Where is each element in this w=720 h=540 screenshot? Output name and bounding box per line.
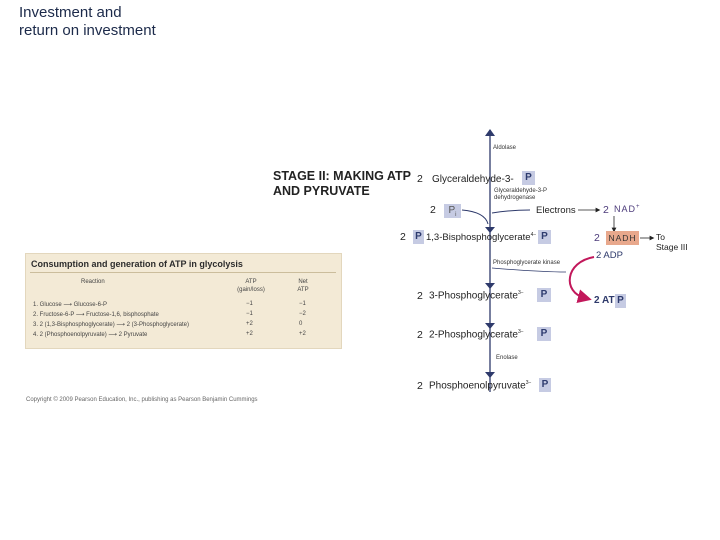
to-stage-iii: To Stage III: [656, 232, 688, 252]
stage-heading: STAGE II: MAKING ATP AND PYRUVATE: [273, 169, 411, 198]
step4-arrow-head: [485, 323, 495, 329]
kinase-connector: [491, 267, 567, 273]
step1-phosphate: P: [522, 171, 535, 185]
step3-phosphate: P: [537, 288, 551, 302]
header-atp: ATP (gain/loss): [237, 279, 265, 293]
row4-reaction: 4. 2 (Phosphoenolpyruvate) ⟶ 2 Pyruvate: [33, 332, 148, 338]
atp-curve: [568, 256, 595, 303]
step3-arrow-head: [485, 283, 495, 289]
row2-atp: −1: [246, 311, 253, 317]
electrons-label: Electrons: [536, 205, 576, 216]
atp-phosphate: P: [615, 294, 626, 308]
atp-consumption-table: Consumption and generation of ATP in gly…: [25, 253, 342, 349]
pi-box: Pi: [444, 204, 461, 218]
nadh-box: NADH: [606, 231, 639, 245]
row4-net: +2: [299, 331, 306, 337]
step2-charge: 4−: [530, 232, 537, 238]
pi-subscript: i: [455, 212, 457, 218]
electrons-curve: [491, 209, 531, 214]
row3-net: 0: [299, 321, 303, 327]
enzyme-g3pdh: Glyceraldehyde-3-P dehydrogenase: [494, 188, 548, 201]
row2-net: −2: [299, 311, 306, 317]
adp-label: 2 ADP: [596, 250, 623, 261]
row3-atp: +2: [246, 321, 253, 327]
nad-text: NAD: [614, 204, 637, 214]
enzyme-aldolase: Aldolase: [493, 145, 517, 151]
nad-coef: 2: [603, 204, 609, 216]
copyright-notice: Copyright © 2009 Pearson Education, Inc.…: [26, 397, 258, 403]
step1-label: Glyceraldehyde-3-: [432, 174, 514, 185]
step5-phosphate: P: [539, 378, 551, 392]
step3-text: 3-Phosphoglycerate: [429, 290, 518, 302]
enzyme-enolase: Enolase: [496, 355, 518, 361]
top-arrow-head: [485, 129, 495, 136]
step3-label: 3-Phosphoglycerate3−: [429, 290, 524, 301]
enzyme-phosphoglycerate-kinase: Phosphoglycerate kinase: [493, 260, 561, 266]
step3-charge: 3−: [517, 290, 524, 296]
step5-charge: 3−: [525, 380, 532, 386]
pi-input-curve: [461, 209, 489, 225]
page-title: Investment and return on investment: [19, 4, 156, 39]
step5-text: Phosphoenolpyruvate: [429, 380, 526, 392]
nad-plus: +: [636, 204, 641, 210]
row3-reaction: 3. 2 (1,3-Bisphosphoglycerate) ⟶ 2 (3-Ph…: [33, 322, 190, 328]
step2-phosphate-right: P: [538, 230, 551, 244]
step4-text: 2-Phosphoglycerate: [429, 329, 518, 341]
row2-reaction: 2. Fructose-6-P ⟶ Fructose-1,6, bisphosp…: [33, 312, 159, 318]
row1-net: −1: [299, 301, 306, 307]
step1-coef: 2: [417, 173, 423, 185]
step2-phosphate-left: P: [413, 230, 424, 244]
step4-coef: 2: [417, 329, 423, 341]
atp-label: 2 AT: [594, 295, 615, 306]
step2-label: 1,3-Bisphosphoglycerate4−: [426, 232, 536, 243]
step2-arrow-head: [485, 227, 495, 233]
step5-label: Phosphoenolpyruvate3−: [429, 380, 531, 391]
header-net: Net ATP: [297, 279, 309, 293]
step5-coef: 2: [417, 380, 423, 392]
step2-coef: 2: [400, 231, 406, 243]
step5-arrow-head: [485, 372, 495, 378]
step2-text: 1,3-Bisphosphoglycerate: [426, 232, 531, 244]
header-reaction: Reaction: [81, 279, 105, 285]
row1-reaction: 1. Glucose ⟶ Glucose-6-P: [33, 302, 107, 308]
pi-label: P: [448, 205, 456, 216]
step3-coef: 2: [417, 290, 423, 302]
table-divider: [30, 272, 336, 273]
pi-coef: 2: [430, 204, 436, 216]
nad-label: NAD+: [614, 204, 641, 214]
table-title: Consumption and generation of ATP in gly…: [31, 259, 243, 269]
step4-charge: 3−: [517, 329, 524, 335]
nadh-coef: 2: [594, 232, 600, 244]
step4-phosphate: P: [537, 327, 551, 341]
row1-atp: −1: [246, 301, 253, 307]
step4-label: 2-Phosphoglycerate3−: [429, 329, 524, 340]
row4-atp: +2: [246, 331, 253, 337]
